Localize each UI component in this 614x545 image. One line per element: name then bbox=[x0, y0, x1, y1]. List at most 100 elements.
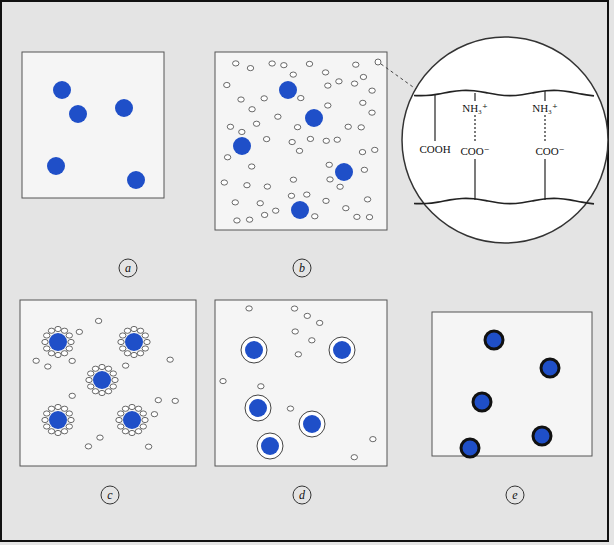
protein-molecule bbox=[55, 326, 61, 331]
chemical-group: COO⁻ bbox=[459, 145, 490, 158]
protein-molecule bbox=[118, 339, 124, 344]
protein-molecule bbox=[44, 333, 50, 338]
droplet bbox=[279, 81, 297, 99]
protein-molecule bbox=[88, 371, 94, 376]
panel bbox=[215, 300, 387, 466]
panel-label: a bbox=[125, 262, 131, 274]
protein-molecule bbox=[369, 110, 375, 115]
protein-molecule bbox=[110, 384, 116, 389]
droplet bbox=[541, 359, 559, 377]
protein-molecule bbox=[361, 167, 367, 172]
coating-layer bbox=[257, 433, 283, 459]
droplet bbox=[473, 393, 491, 411]
droplet bbox=[249, 399, 267, 417]
panel bbox=[215, 52, 387, 230]
protein-molecule bbox=[304, 192, 310, 197]
protein-molecule bbox=[55, 352, 61, 357]
protein-molecule bbox=[92, 366, 98, 371]
protein-molecule bbox=[105, 366, 111, 371]
protein-molecule bbox=[257, 201, 263, 206]
protein-molecule bbox=[334, 137, 340, 142]
protein-molecule bbox=[351, 81, 357, 86]
label-ring bbox=[293, 486, 311, 504]
protein-molecule bbox=[44, 346, 50, 351]
protein-molecule bbox=[288, 193, 294, 198]
protein-molecule bbox=[66, 411, 72, 416]
protein-molecule bbox=[42, 339, 48, 344]
label-ring bbox=[293, 259, 311, 277]
protein-molecule bbox=[337, 184, 343, 189]
protein-molecule bbox=[155, 398, 161, 403]
droplet bbox=[533, 427, 551, 445]
protein-molecule bbox=[261, 96, 267, 101]
protein-molecule bbox=[359, 149, 365, 154]
droplet bbox=[93, 371, 111, 389]
protein-molecule bbox=[326, 162, 332, 167]
protein-molecule bbox=[142, 333, 148, 338]
chemical-group: COOH bbox=[418, 143, 451, 156]
protein-molecule bbox=[151, 412, 157, 417]
protein-molecule bbox=[48, 328, 54, 333]
protein-molecule bbox=[85, 444, 91, 449]
droplet bbox=[69, 105, 87, 123]
chemical-group: COO⁻ bbox=[534, 145, 565, 158]
protein-molecule bbox=[345, 124, 351, 129]
protein-molecule bbox=[167, 357, 173, 362]
protein-molecule bbox=[124, 328, 130, 333]
protein-molecule bbox=[244, 183, 250, 188]
protein-molecule bbox=[263, 137, 269, 142]
protein-molecule bbox=[253, 121, 259, 126]
droplet bbox=[335, 163, 353, 181]
protein-molecule bbox=[247, 66, 253, 71]
zoom-leader bbox=[381, 64, 420, 92]
protein-molecule bbox=[323, 198, 329, 203]
protein-molecule bbox=[264, 184, 270, 189]
magnified-view: COOH NH₃⁺ COO⁻ NH₃⁺ COO⁻ bbox=[400, 35, 610, 245]
droplet bbox=[115, 99, 133, 117]
protein-molecule bbox=[354, 214, 360, 219]
chemical-group: NH₃⁺ bbox=[461, 102, 489, 115]
droplet bbox=[305, 109, 323, 127]
protein-molecule bbox=[336, 79, 342, 84]
protein-molecule bbox=[112, 377, 118, 382]
protein-molecule bbox=[291, 306, 297, 311]
protein-molecule bbox=[99, 364, 105, 369]
protein-molecule bbox=[131, 326, 137, 331]
chemical-group: NH₃⁺ bbox=[531, 102, 559, 115]
panel-label: c bbox=[107, 489, 112, 501]
protein-molecule bbox=[140, 411, 146, 416]
protein-molecule bbox=[227, 124, 233, 129]
protein-molecule bbox=[61, 328, 67, 333]
frame bbox=[1, 1, 608, 541]
protein-molecule bbox=[316, 320, 322, 325]
droplet bbox=[291, 201, 309, 219]
protein-molecule bbox=[372, 147, 378, 152]
protein-molecule bbox=[135, 406, 141, 411]
coating-layer bbox=[329, 337, 355, 363]
protein-molecule bbox=[327, 177, 333, 182]
magnified-outline bbox=[400, 35, 610, 245]
protein-molecule bbox=[366, 215, 372, 220]
protein-molecule bbox=[118, 424, 124, 429]
protein-molecule bbox=[118, 411, 124, 416]
protein-molecule bbox=[120, 333, 126, 338]
protein-molecule bbox=[66, 424, 72, 429]
protein-molecule bbox=[360, 74, 366, 79]
protein-molecule bbox=[296, 148, 302, 153]
droplet bbox=[233, 137, 251, 155]
droplet bbox=[53, 81, 71, 99]
protein-molecule bbox=[69, 393, 75, 398]
panel bbox=[22, 52, 164, 198]
protein-molecule bbox=[358, 125, 364, 130]
protein-molecule bbox=[224, 82, 230, 87]
protein-molecule bbox=[122, 429, 128, 434]
protein-molecule bbox=[261, 212, 267, 217]
protein-molecule bbox=[232, 200, 238, 205]
protein-molecule bbox=[306, 61, 312, 66]
protein-molecule bbox=[137, 351, 143, 356]
protein-molecule bbox=[48, 351, 54, 356]
protein-molecule bbox=[129, 430, 135, 435]
protein-molecule bbox=[307, 136, 313, 141]
protein-molecule bbox=[110, 371, 116, 376]
